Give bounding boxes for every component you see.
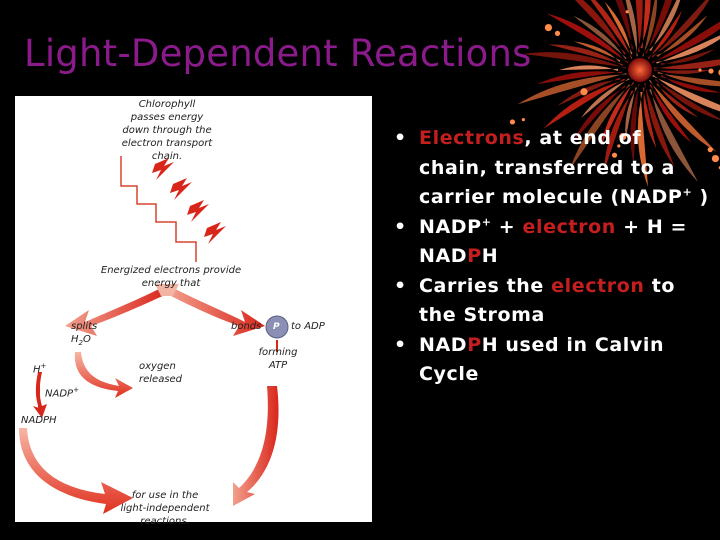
sunburst-ray bbox=[637, 91, 648, 187]
sunburst-ray bbox=[630, 83, 640, 164]
oxygen-release-arrow bbox=[74, 352, 133, 398]
sunburst-ray bbox=[651, 0, 710, 58]
sunburst-spark bbox=[580, 88, 588, 96]
bullet-marker: • bbox=[394, 274, 407, 297]
bonds-label: bonds bbox=[231, 321, 262, 332]
chlorophyll-caption: Chlorophyll passes energy down through t… bbox=[121, 99, 213, 162]
energized-caption: Energized electrons provide energy that bbox=[100, 265, 242, 289]
sunburst-spark bbox=[698, 68, 702, 72]
sunburst-ray bbox=[642, 0, 657, 57]
nadp-label: NADP+ bbox=[45, 386, 79, 400]
sunburst-ray bbox=[640, 0, 651, 49]
diagram-drawing bbox=[19, 156, 289, 514]
phosphate-circle bbox=[265, 315, 289, 339]
electron-transport-chain bbox=[120, 156, 197, 262]
forming-atp-label: forming ATP bbox=[258, 347, 298, 371]
sunburst-spark bbox=[619, 133, 627, 141]
bullet-text-segment: NAD bbox=[419, 333, 468, 356]
sunburst-ray bbox=[642, 87, 657, 149]
sunburst-ray bbox=[559, 65, 619, 72]
bullet-item: • Electrons, at end of chain, transferred… bbox=[394, 124, 714, 213]
bullet-list: • Electrons, at end of chain, transferred… bbox=[394, 124, 714, 390]
sunburst-ray bbox=[615, 0, 634, 50]
sunburst-ray bbox=[653, 59, 720, 70]
energy-bolts bbox=[152, 158, 226, 244]
nadph-label: NADPH bbox=[21, 415, 57, 426]
sunburst-spark bbox=[625, 10, 629, 14]
bullet-text-segment: P bbox=[467, 333, 482, 356]
sunburst-ray bbox=[653, 69, 710, 75]
oxygen-released-label: oxygen released bbox=[139, 361, 183, 385]
bullet-marker: • bbox=[394, 215, 407, 238]
bullet-text-segment: ) bbox=[692, 186, 709, 208]
sunburst-spark bbox=[509, 119, 516, 125]
splits-water-label: splits H2O bbox=[71, 321, 98, 347]
sunburst-ray bbox=[649, 0, 681, 51]
sunburst-ray bbox=[635, 0, 643, 53]
slide-title: Light-Dependent Reactions bbox=[24, 32, 532, 75]
bullet-text-segment: to the Stroma bbox=[419, 274, 676, 327]
bullet-text-segment: P bbox=[467, 245, 482, 267]
bullet-text-segment: , at end of chain, transferred to a carr… bbox=[419, 127, 683, 208]
sunburst-ray bbox=[625, 0, 638, 57]
bullet-text-segment: + bbox=[682, 185, 693, 199]
sunburst-ray bbox=[523, 52, 627, 69]
bullet-item: • Carries the electron to the Stroma bbox=[394, 272, 714, 331]
to-adp-label: to ADP bbox=[291, 321, 325, 332]
sunburst-spark bbox=[711, 154, 720, 163]
bullet-item: • NADPH used in Calvin Cycle bbox=[394, 331, 714, 390]
light-reaction-diagram: Chlorophyll passes energy down through t… bbox=[15, 96, 372, 527]
sunburst-spark bbox=[707, 147, 713, 153]
bullet-text-segment: electron bbox=[522, 215, 616, 238]
atp-to-calvin-arrow bbox=[233, 386, 279, 506]
sunburst-spark bbox=[708, 68, 714, 74]
nadph-formation-arrows bbox=[33, 372, 47, 418]
for-use-caption: for use in the light-independent reactio… bbox=[120, 490, 210, 527]
bullet-marker: • bbox=[394, 333, 407, 356]
sunburst-spark bbox=[544, 23, 553, 32]
sunburst-spark bbox=[521, 118, 525, 122]
sunburst-ray bbox=[625, 87, 638, 140]
bullet-text-segment: NADP bbox=[419, 215, 482, 238]
bullet-text-segment: H bbox=[481, 245, 499, 267]
sunburst-spark bbox=[611, 152, 618, 158]
bullet-text-segment: Electrons bbox=[419, 127, 525, 149]
sunburst-ray bbox=[657, 71, 720, 87]
bullet-marker: • bbox=[394, 127, 407, 149]
sunburst-core bbox=[628, 58, 652, 82]
bullet-text-segment: Carries the bbox=[419, 274, 552, 297]
sunburst-rays bbox=[509, 0, 720, 187]
bullet-text-segment: electron bbox=[551, 274, 645, 297]
bullet-item: •NADP+ + electron + H = NADPH bbox=[394, 213, 714, 272]
h-plus-label: H+ bbox=[33, 362, 47, 376]
nadph-to-calvin-arrow bbox=[19, 428, 133, 514]
sunburst-ray bbox=[645, 0, 673, 54]
sunburst-spark bbox=[554, 30, 561, 36]
sunburst-ray bbox=[654, 78, 720, 120]
energy-split-arrows bbox=[65, 284, 265, 336]
bullet-text-segment: + bbox=[491, 215, 523, 238]
sunburst-ray bbox=[652, 74, 720, 112]
phosphate-label: P bbox=[273, 322, 280, 332]
bullet-text-segment: + bbox=[481, 215, 492, 229]
sunburst-ray bbox=[536, 71, 623, 85]
sunburst-spark bbox=[617, 144, 621, 148]
bullet-text-segment: H used in Calvin Cycle bbox=[419, 333, 665, 386]
bullet-text-segment: + H = NAD bbox=[419, 215, 688, 268]
